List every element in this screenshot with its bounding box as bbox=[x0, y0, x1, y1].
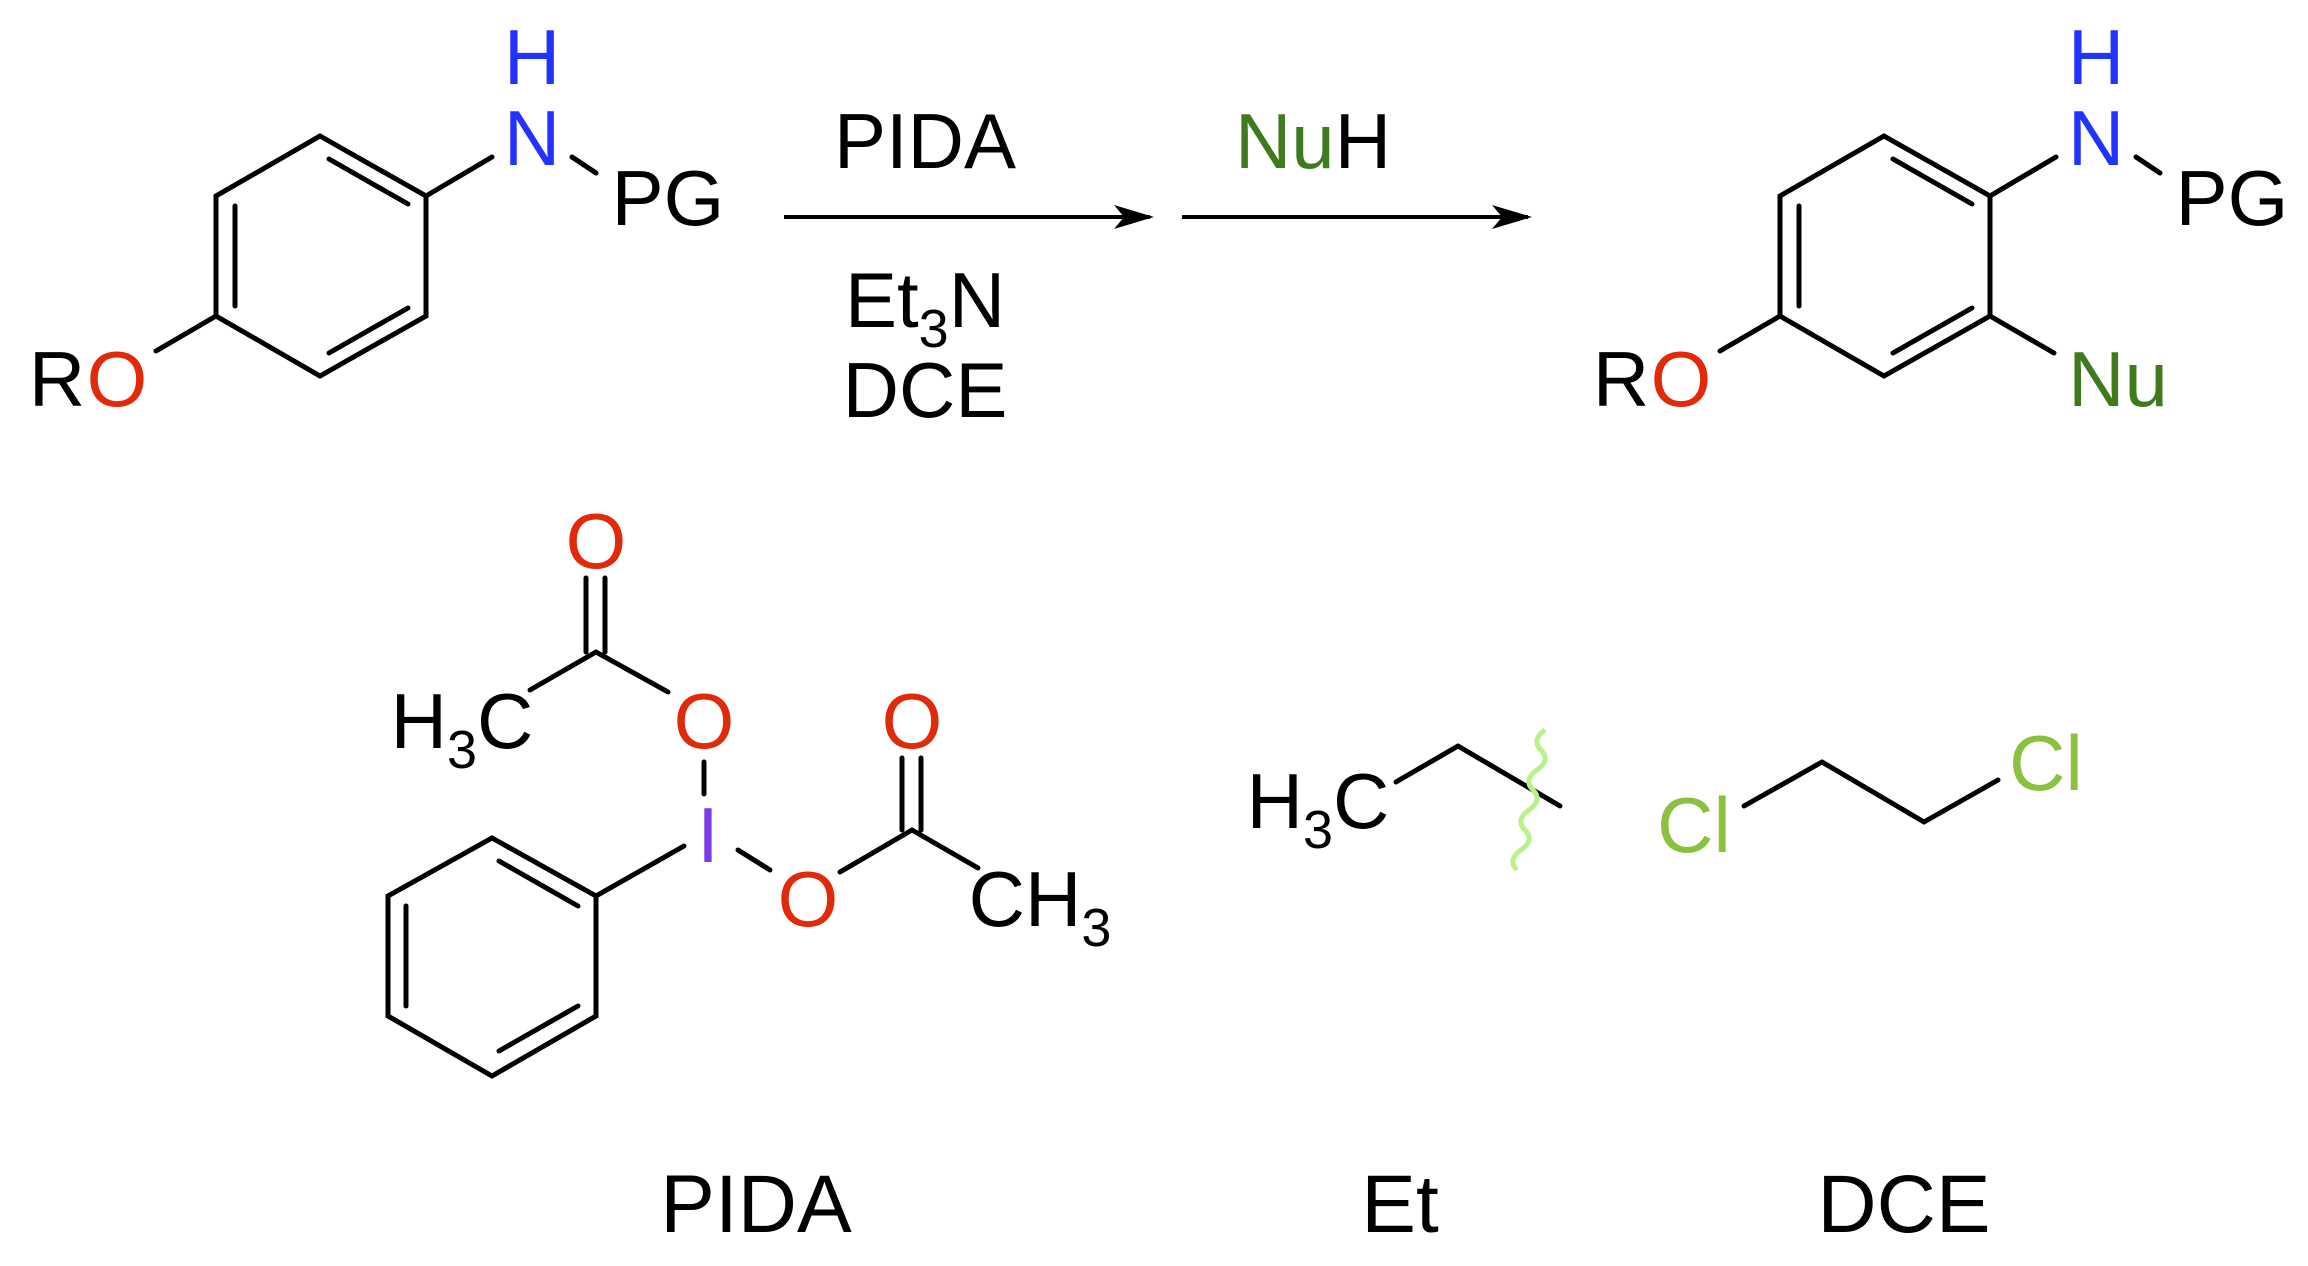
ethyl-attachment-wavy-line bbox=[1510, 727, 1548, 872]
pida-caption: PIDA bbox=[660, 1159, 852, 1250]
pida-ch3-label: CH3 bbox=[969, 855, 1112, 958]
arrow-1-reagent-below-1: Et3N bbox=[845, 256, 1005, 359]
dce-caption: DCE bbox=[1817, 1159, 1990, 1250]
substrate-molecule: H N PG R O bbox=[29, 13, 725, 423]
product-molecule: H N PG R O Nu bbox=[1593, 13, 2289, 423]
substrate-r-label: R bbox=[29, 335, 85, 423]
product-bonds bbox=[1717, 133, 2163, 379]
substrate-bonds bbox=[153, 133, 599, 379]
dce-cl-left: Cl bbox=[1657, 781, 1731, 869]
ethyl-caption: Et bbox=[1361, 1159, 1439, 1250]
pida-h3c-c: C bbox=[477, 677, 533, 765]
pida-o-ester-1: O bbox=[674, 677, 735, 765]
pida-ch3-ch: CH bbox=[969, 855, 1082, 943]
ethyl-bonds bbox=[1393, 727, 1563, 872]
arrow-2-reagent-above: NuH bbox=[1235, 97, 1391, 185]
ethyl-h3c-c: C bbox=[1333, 757, 1389, 845]
dce-molecule: Cl Cl DCE bbox=[1657, 719, 2083, 1250]
product-n-atom: N bbox=[2068, 94, 2124, 182]
product-nu-label: Nu bbox=[2068, 335, 2168, 423]
et-subscript: 3 bbox=[919, 299, 949, 359]
product-h-atom: H bbox=[2068, 13, 2124, 101]
pida-h3c-h: H bbox=[391, 677, 447, 765]
pida-o-carbonyl-1: O bbox=[566, 497, 627, 585]
ethyl-group: H3C Et bbox=[1247, 727, 1563, 1250]
n-text: N bbox=[949, 256, 1005, 344]
pida-molecule: O H3C O I O O CH3 PIDA bbox=[385, 497, 1112, 1250]
arrow-1-reagent-below-2: DCE bbox=[843, 346, 1008, 434]
pida-bonds bbox=[385, 575, 981, 1079]
pida-h3c-sub: 3 bbox=[447, 720, 477, 780]
ethyl-h3c-h: H bbox=[1247, 757, 1303, 845]
ethyl-h3c-sub: 3 bbox=[1303, 800, 1333, 860]
arrow-1-reagent-above: PIDA bbox=[834, 97, 1016, 185]
pida-ch3-sub: 3 bbox=[1081, 898, 1111, 958]
pida-o-carbonyl-2: O bbox=[882, 677, 943, 765]
pida-iodine-atom: I bbox=[697, 791, 719, 879]
product-o-atom: O bbox=[1651, 335, 1712, 423]
product-pg-label: PG bbox=[2176, 154, 2289, 242]
pida-o-ester-2: O bbox=[778, 855, 839, 943]
substrate-n-atom: N bbox=[504, 94, 560, 182]
substrate-pg-label: PG bbox=[612, 154, 725, 242]
nu-text: Nu bbox=[1235, 97, 1335, 185]
reaction-arrow-2: NuH bbox=[1182, 97, 1532, 229]
pida-h3c-label: H3C bbox=[391, 677, 534, 780]
h-text: H bbox=[1335, 97, 1391, 185]
dce-cl-right: Cl bbox=[2009, 719, 2083, 807]
product-r-label: R bbox=[1593, 335, 1649, 423]
ethyl-h3c-label: H3C bbox=[1247, 757, 1390, 860]
reaction-arrow-1: PIDA Et3N DCE bbox=[784, 97, 1154, 434]
substrate-h-atom: H bbox=[504, 13, 560, 101]
dce-bonds bbox=[1741, 759, 2001, 825]
substrate-o-atom: O bbox=[87, 335, 148, 423]
et-text: Et bbox=[845, 256, 919, 344]
